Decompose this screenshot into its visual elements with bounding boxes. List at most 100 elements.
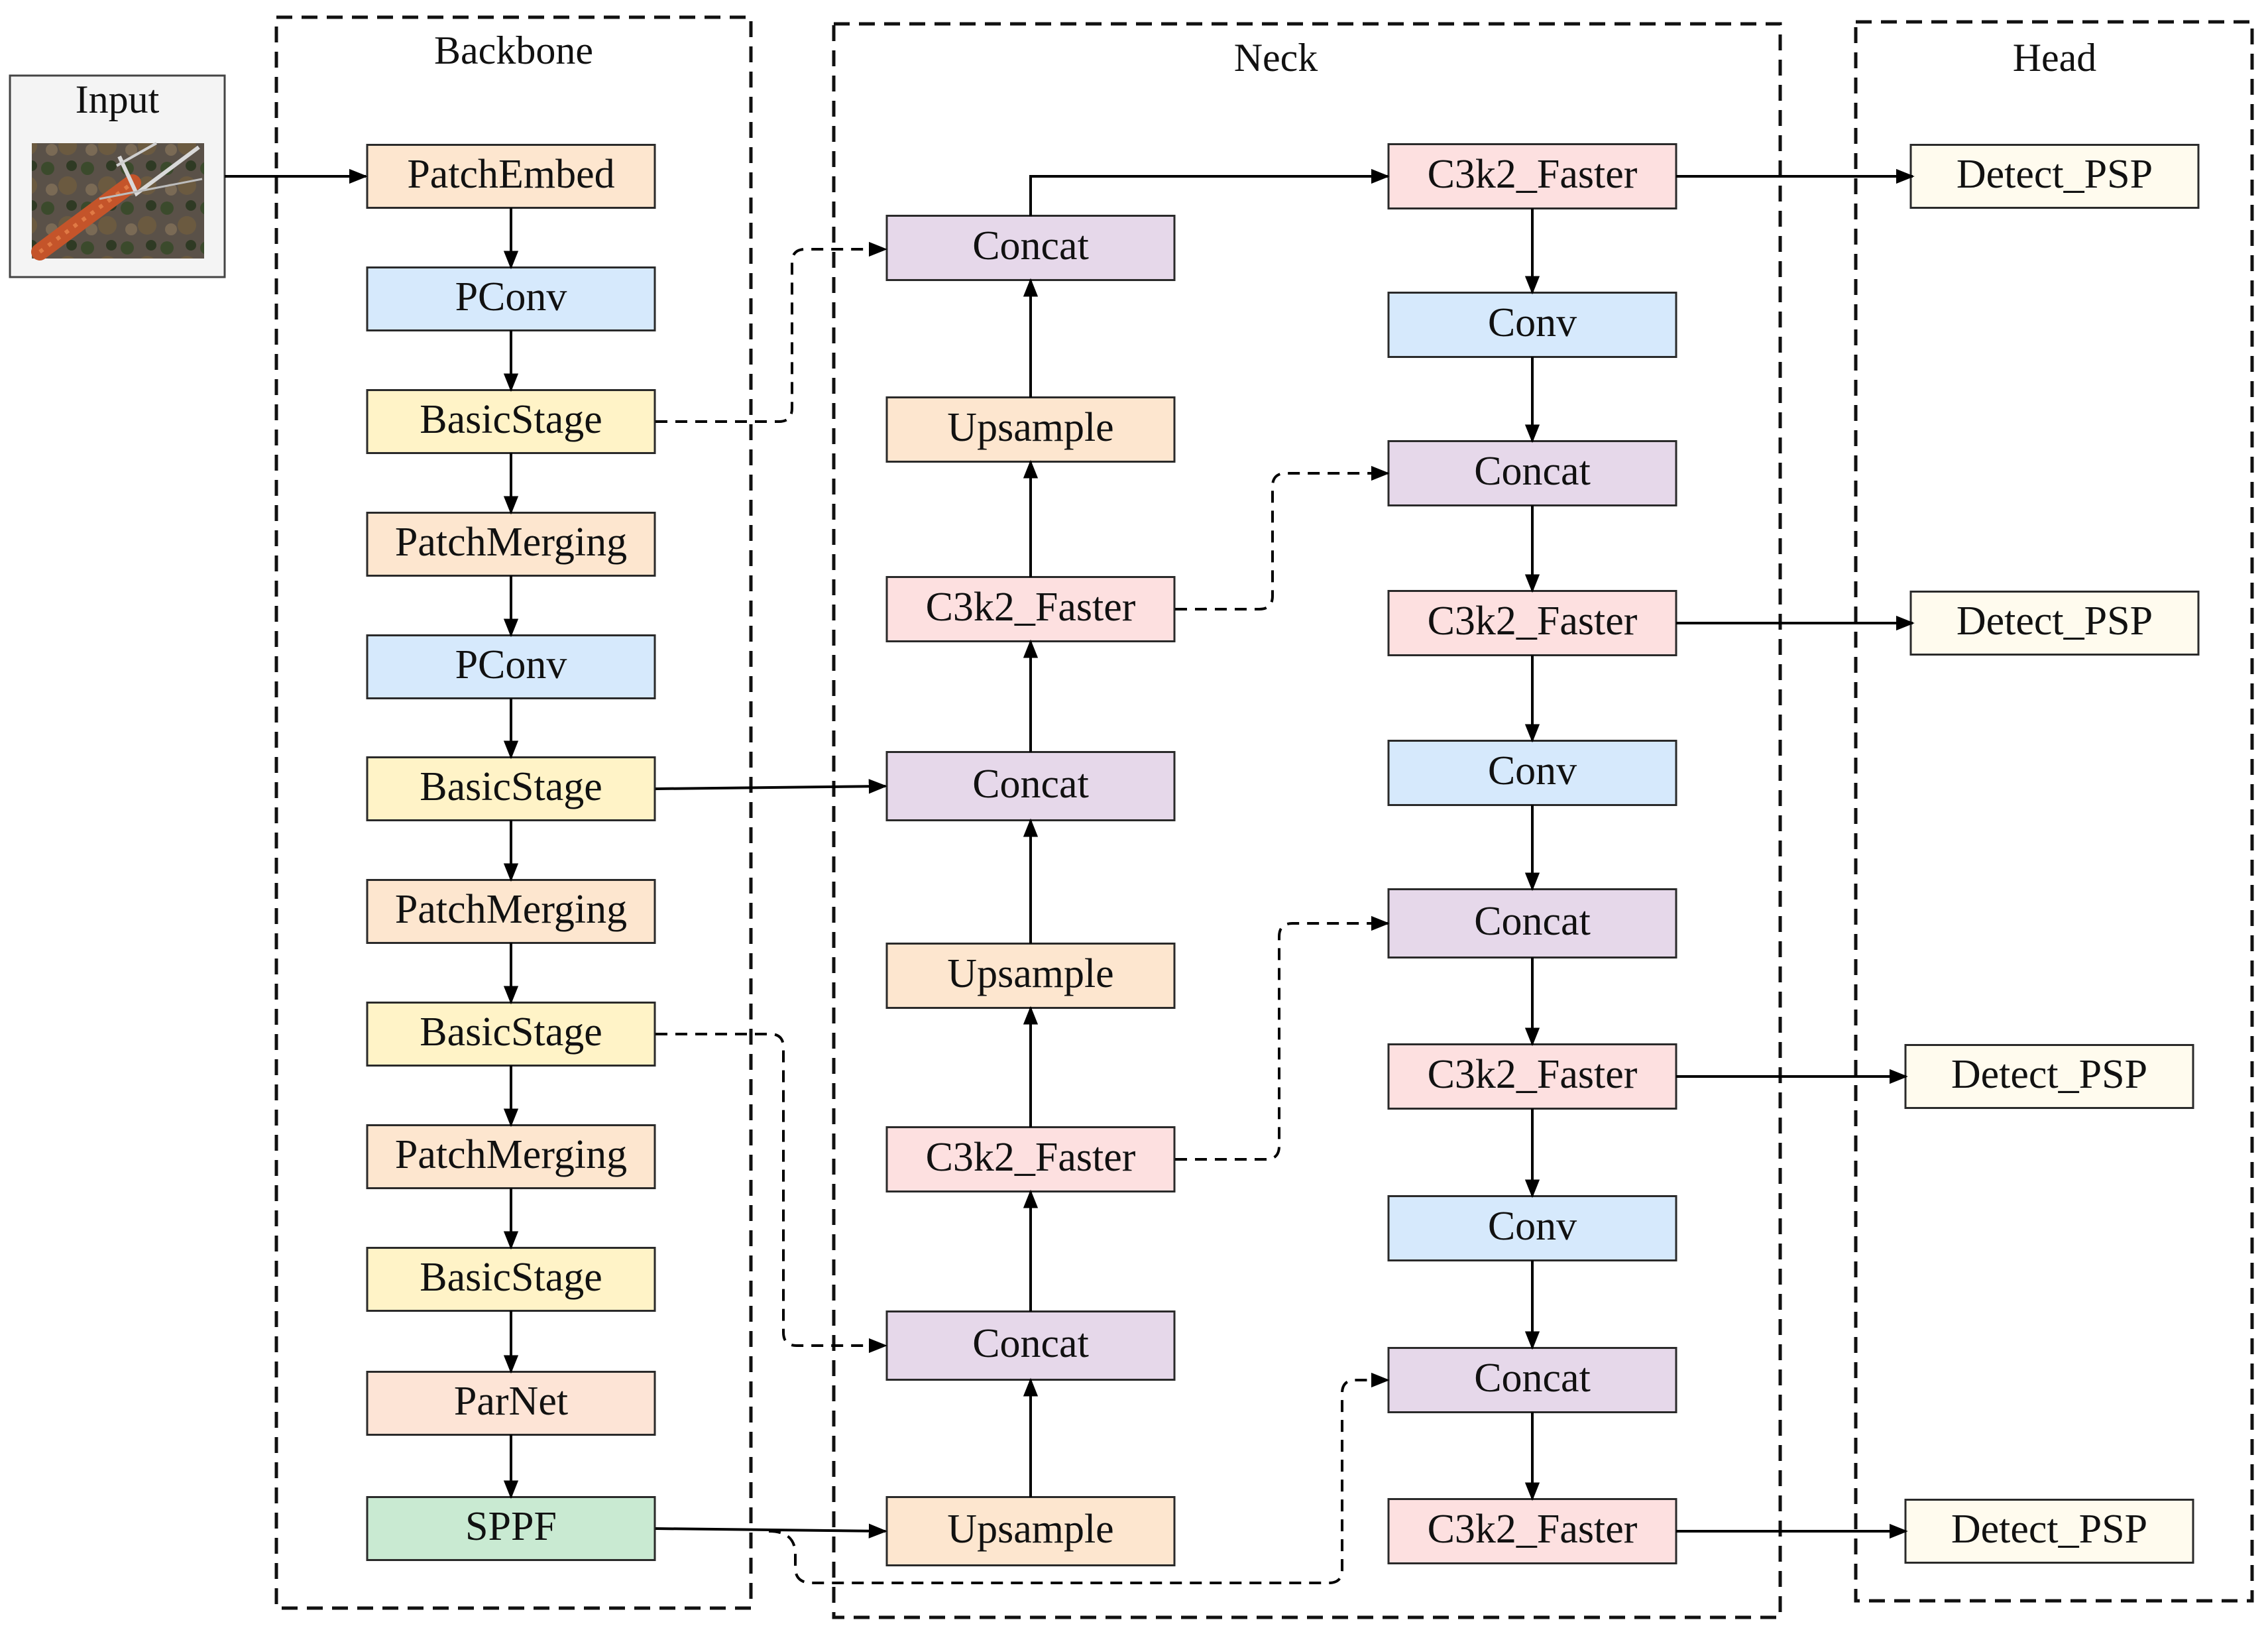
- block-box: [1909, 144, 2200, 209]
- backbone-block-basicstage: BasicStage: [366, 756, 656, 821]
- block-box: [366, 634, 656, 699]
- block-box: [1387, 292, 1677, 358]
- neck-down-block-concat: Concat: [1387, 888, 1677, 958]
- block-label: C3k2_Faster: [926, 1135, 1136, 1180]
- dashed-link-c3k2-faster-concat-1: [1175, 465, 1390, 610]
- block-label: Upsample: [947, 405, 1113, 450]
- link-concat-to-c3k2-faster-top: [1029, 168, 1390, 216]
- backbone-block-patchmerging: PatchMerging: [366, 1124, 656, 1189]
- block-box: [1387, 590, 1677, 656]
- block-box: [366, 1124, 656, 1189]
- input-title: Input: [76, 78, 160, 121]
- neck-up-block-upsample: Upsample: [885, 943, 1176, 1009]
- input-image: [31, 142, 204, 261]
- block-box: [885, 576, 1176, 642]
- block-label: Conv: [1488, 1204, 1577, 1249]
- head-block-detect-psp: Detect_PSP: [1909, 144, 2200, 209]
- neck-down-block-conv: Conv: [1387, 740, 1677, 806]
- block-label: Concat: [1474, 899, 1591, 944]
- backbone-title: Backbone: [434, 29, 593, 72]
- block-box: [1387, 1195, 1677, 1261]
- backbone-block-basicstage: BasicStage: [366, 1002, 656, 1067]
- neck-up-block-concat: Concat: [885, 1310, 1176, 1381]
- block-box: [1904, 1499, 2194, 1564]
- neck-down-block-concat: Concat: [1387, 1347, 1677, 1413]
- block-box: [366, 512, 656, 577]
- block-box: [366, 144, 656, 209]
- neck-up-block-concat: Concat: [885, 215, 1176, 281]
- block-label: Concat: [972, 762, 1089, 807]
- backbone-frame: [274, 15, 753, 1610]
- block-box: [366, 1247, 656, 1312]
- input-panel: Input: [9, 74, 226, 278]
- neck-down-block-c3k2-faster: C3k2_Faster: [1387, 590, 1677, 656]
- block-label: Conv: [1488, 300, 1577, 345]
- block-label: Conv: [1488, 748, 1577, 793]
- block-label: PatchMerging: [395, 520, 627, 565]
- neck-down-block-c3k2-faster: C3k2_Faster: [1387, 1498, 1677, 1564]
- dashed-link-c3k2-faster-concat-2: [1175, 915, 1390, 1161]
- head-frame: [1854, 20, 2254, 1603]
- connections: [225, 168, 1915, 1584]
- block-label: BasicStage: [420, 1255, 602, 1300]
- block-label: SPPF: [465, 1504, 557, 1549]
- block-label: Detect_PSP: [1956, 152, 2153, 197]
- neck-up-block-upsample: Upsample: [885, 396, 1176, 463]
- backbone-block-patchmerging: PatchMerging: [366, 879, 656, 944]
- block-label: Concat: [972, 223, 1089, 268]
- block-box: [885, 751, 1176, 821]
- neck-title: Neck: [1234, 36, 1318, 80]
- head-block-detect-psp: Detect_PSP: [1904, 1499, 2194, 1564]
- backbone-block-basicstage: BasicStage: [366, 1247, 656, 1312]
- block-label: Detect_PSP: [1951, 1052, 2147, 1097]
- neck-up-block-concat: Concat: [885, 751, 1176, 821]
- link-basicstage2-concat: [655, 779, 887, 794]
- block-label: PConv: [455, 274, 567, 319]
- block-box: [1387, 143, 1677, 209]
- neck-up-block-c3k2-faster: C3k2_Faster: [885, 576, 1176, 642]
- dashed-link-basicstage3-concat: [655, 1033, 887, 1354]
- dashed-link-basicstage1-concat: [655, 241, 887, 423]
- block-box: [366, 1496, 656, 1561]
- block-label: PatchMerging: [395, 887, 627, 932]
- backbone-block-sppf: SPPF: [366, 1496, 656, 1561]
- neck-down-block-conv: Conv: [1387, 1195, 1677, 1261]
- block-label: Detect_PSP: [1956, 599, 2153, 644]
- head-block-detect-psp: Detect_PSP: [1909, 591, 2200, 656]
- neck-down-block-c3k2-faster: C3k2_Faster: [1387, 143, 1677, 209]
- block-label: PConv: [455, 642, 567, 687]
- backbone-block-parnet: ParNet: [366, 1371, 656, 1436]
- neck-up-block-c3k2-faster: C3k2_Faster: [885, 1126, 1176, 1192]
- dashed-link-sppf-concat: [768, 1372, 1390, 1584]
- block-label: Concat: [1474, 449, 1591, 494]
- block-label: PatchEmbed: [407, 152, 614, 197]
- block-box: [366, 1371, 656, 1436]
- block-box: [1904, 1044, 2194, 1109]
- link-sppf-upsample: [655, 1523, 887, 1539]
- block-box: [885, 1310, 1176, 1381]
- block-box: [1387, 1043, 1677, 1110]
- neck-down-block-conv: Conv: [1387, 292, 1677, 358]
- block-box: [366, 389, 656, 454]
- block-box: [885, 1496, 1176, 1566]
- block-label: C3k2_Faster: [1428, 1052, 1638, 1097]
- block-box: [1387, 1347, 1677, 1413]
- block-box: [885, 1126, 1176, 1192]
- block-label: Concat: [1474, 1356, 1591, 1401]
- block-label: BasicStage: [420, 764, 602, 809]
- block-box: [366, 266, 656, 331]
- block-label: C3k2_Faster: [1428, 1507, 1638, 1552]
- neck-down-block-c3k2-faster: C3k2_Faster: [1387, 1043, 1677, 1110]
- block-label: BasicStage: [420, 1010, 602, 1055]
- block-label: Upsample: [947, 1507, 1113, 1552]
- block-label: PatchMerging: [395, 1132, 627, 1177]
- neck-up-block-upsample: Upsample: [885, 1496, 1176, 1566]
- backbone-block-pconv: PConv: [366, 634, 656, 699]
- block-label: BasicStage: [420, 397, 602, 442]
- neck-frame: [832, 22, 1782, 1619]
- neck-down-block-concat: Concat: [1387, 440, 1677, 506]
- block-label: C3k2_Faster: [926, 585, 1136, 630]
- block-label: Concat: [972, 1321, 1089, 1366]
- backbone-block-patchembed: PatchEmbed: [366, 144, 656, 209]
